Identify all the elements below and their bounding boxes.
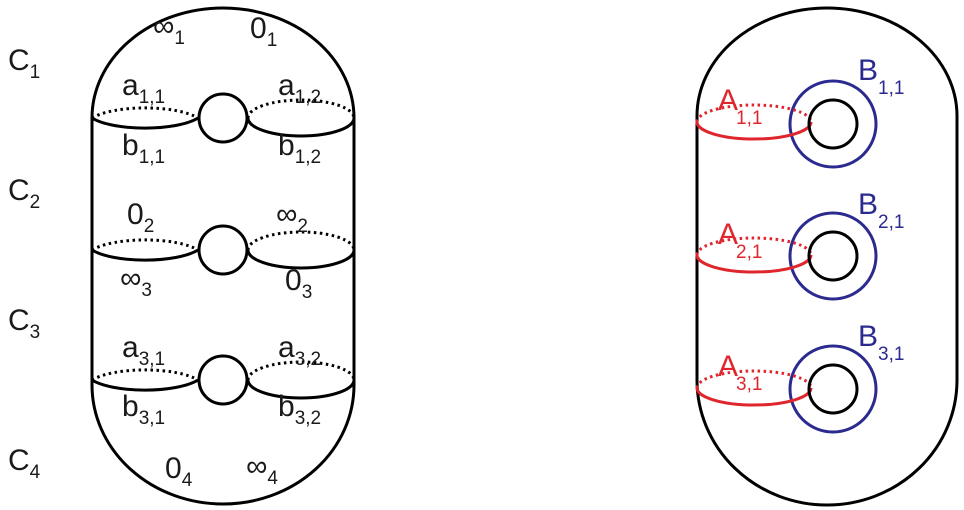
ring-row-1 xyxy=(91,92,356,144)
ring-1-hole xyxy=(197,92,249,144)
label-zero-3: 03 xyxy=(285,264,312,303)
ring-1-left-back xyxy=(91,106,199,120)
region-label-c4: C4 xyxy=(8,444,41,483)
label-b-3-1: b3,1 xyxy=(122,390,165,429)
curve-row-1 xyxy=(695,79,878,169)
a-curve-3-1-back xyxy=(695,369,813,389)
curve-row-3 xyxy=(695,344,878,434)
label-b-1-2: b1,2 xyxy=(278,129,321,168)
ring-2-right-front xyxy=(246,249,356,270)
ring-2-hole xyxy=(197,224,249,276)
label-infinity-3: ∞3 xyxy=(120,262,152,301)
label-infinity-2: ∞2 xyxy=(276,198,308,237)
label-a-3-1: a3,1 xyxy=(122,331,165,370)
left-surface-outline xyxy=(90,6,356,506)
b-curve-2-1 xyxy=(788,211,878,301)
a-curve-1-1-back xyxy=(695,103,813,123)
ring-3-right-front xyxy=(246,379,356,400)
curve-row-2 xyxy=(695,211,878,301)
label-B-3-1: B3,1 xyxy=(858,320,904,365)
ring-row-3 xyxy=(91,354,356,406)
b-curve-1-1 xyxy=(788,79,878,169)
hole-2 xyxy=(807,230,859,282)
ring-3-hole xyxy=(197,354,249,406)
ring-2-left-front xyxy=(91,248,199,262)
label-b-3-2: b3,2 xyxy=(278,390,321,429)
a-curve-1-1-front xyxy=(695,121,813,141)
label-a-3-2: a3,2 xyxy=(278,331,321,370)
label-B-2-1: B2,1 xyxy=(858,188,904,233)
label-a-1-1: a1,1 xyxy=(122,69,165,108)
a-curve-2-1-front xyxy=(695,254,813,274)
region-label-c3: C3 xyxy=(8,304,40,343)
label-zero-1: 01 xyxy=(250,12,277,51)
hole-3 xyxy=(807,363,859,415)
ring-2-left-back xyxy=(91,238,199,252)
right-surface-outline xyxy=(695,6,959,507)
ring-row-2 xyxy=(91,224,356,276)
ring-1-left-front xyxy=(91,116,199,130)
label-zero-2: 02 xyxy=(127,198,154,237)
ring-3-left-back xyxy=(91,368,199,382)
a-curve-2-1-back xyxy=(695,236,813,256)
region-label-c1: C1 xyxy=(8,44,40,83)
b-curve-3-1 xyxy=(788,344,878,434)
label-a-1-2: a1,2 xyxy=(278,69,321,108)
label-infinity-4: ∞4 xyxy=(246,450,278,489)
label-infinity-1: ∞1 xyxy=(153,10,185,49)
ring-2-right-back xyxy=(246,230,356,251)
hole-1 xyxy=(807,98,859,150)
ring-3-left-front xyxy=(91,378,199,392)
region-label-c2: C2 xyxy=(8,174,40,213)
ring-1-right-back xyxy=(246,98,356,119)
label-B-1-1: B1,1 xyxy=(858,54,904,99)
label-zero-4: 04 xyxy=(165,452,193,491)
left-surface-figure: C1 C2 C3 C4 ∞1 01 a1,1 a1,2 b1,1 b1,2 02… xyxy=(8,6,356,506)
ring-3-right-back xyxy=(246,360,356,381)
label-b-1-1: b1,1 xyxy=(122,129,165,168)
a-curve-3-1-front xyxy=(695,387,813,407)
ring-1-right-front xyxy=(246,117,356,138)
